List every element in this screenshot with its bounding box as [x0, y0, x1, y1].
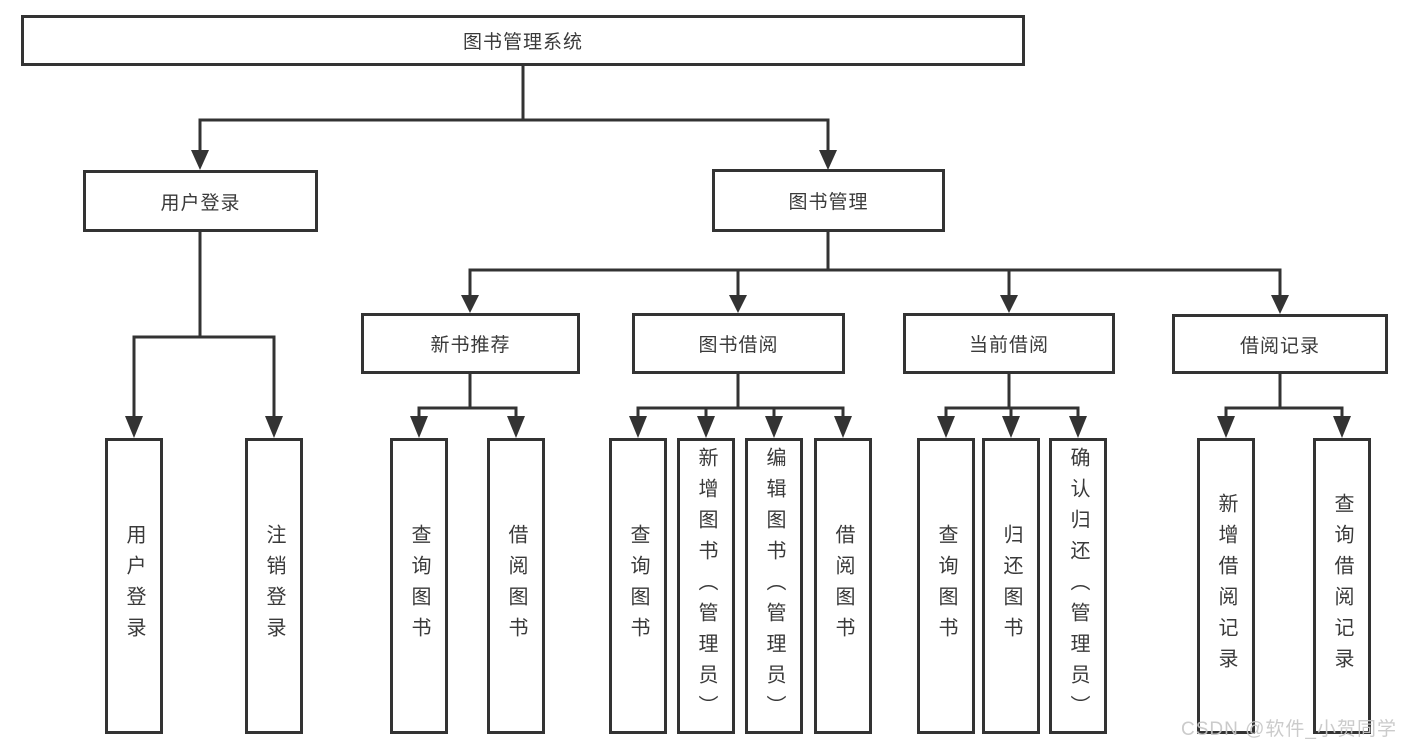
- leaf-add-borrow-record: 新增借阅记录: [1197, 438, 1255, 734]
- node-book-management: 图书管理: [712, 169, 945, 232]
- arrowhead: [1271, 295, 1289, 314]
- leaf-return-book: 归还图书: [982, 438, 1040, 734]
- leaf-add-book-admin: 新增图书（管理员）: [677, 438, 735, 734]
- node-book-borrow: 图书借阅: [632, 313, 845, 374]
- arrowhead: [410, 416, 428, 438]
- leaf-logout-login: 注销登录: [245, 438, 303, 734]
- arrowhead: [191, 150, 209, 170]
- arrowhead: [1217, 416, 1235, 438]
- arrowhead: [1000, 295, 1018, 313]
- leaf-query-borrow-record: 查询借阅记录: [1313, 438, 1371, 734]
- arrowhead: [1069, 416, 1087, 438]
- arrowhead: [629, 416, 647, 438]
- arrowhead: [1002, 416, 1020, 438]
- node-current-borrow: 当前借阅: [903, 313, 1115, 374]
- arrowhead: [819, 150, 837, 170]
- arrowhead: [507, 416, 525, 438]
- arrowhead: [697, 416, 715, 438]
- arrowhead: [461, 295, 479, 313]
- arrowhead: [937, 416, 955, 438]
- node-new-book-recommend: 新书推荐: [361, 313, 580, 374]
- arrowhead: [265, 416, 283, 438]
- csdn-watermark: CSDN @软件_小贺同学: [1181, 719, 1397, 740]
- leaf-query-book-current: 查询图书: [917, 438, 975, 734]
- node-borrow-records: 借阅记录: [1172, 314, 1388, 374]
- leaf-borrow-book-recommend: 借阅图书: [487, 438, 545, 734]
- leaf-query-book-recommend: 查询图书: [390, 438, 448, 734]
- arrowhead: [1333, 416, 1351, 438]
- leaf-query-book-borrow: 查询图书: [609, 438, 667, 734]
- leaf-confirm-return-admin: 确认归还（管理员）: [1049, 438, 1107, 734]
- node-user-login: 用户登录: [83, 170, 318, 232]
- arrowhead: [765, 416, 783, 438]
- leaf-edit-book-admin: 编辑图书（管理员）: [745, 438, 803, 734]
- arrowhead: [729, 295, 747, 313]
- arrowhead: [834, 416, 852, 438]
- arrowhead: [125, 416, 143, 438]
- leaf-borrow-book: 借阅图书: [814, 438, 872, 734]
- node-library-system: 图书管理系统: [21, 15, 1025, 66]
- leaf-user-login: 用户登录: [105, 438, 163, 734]
